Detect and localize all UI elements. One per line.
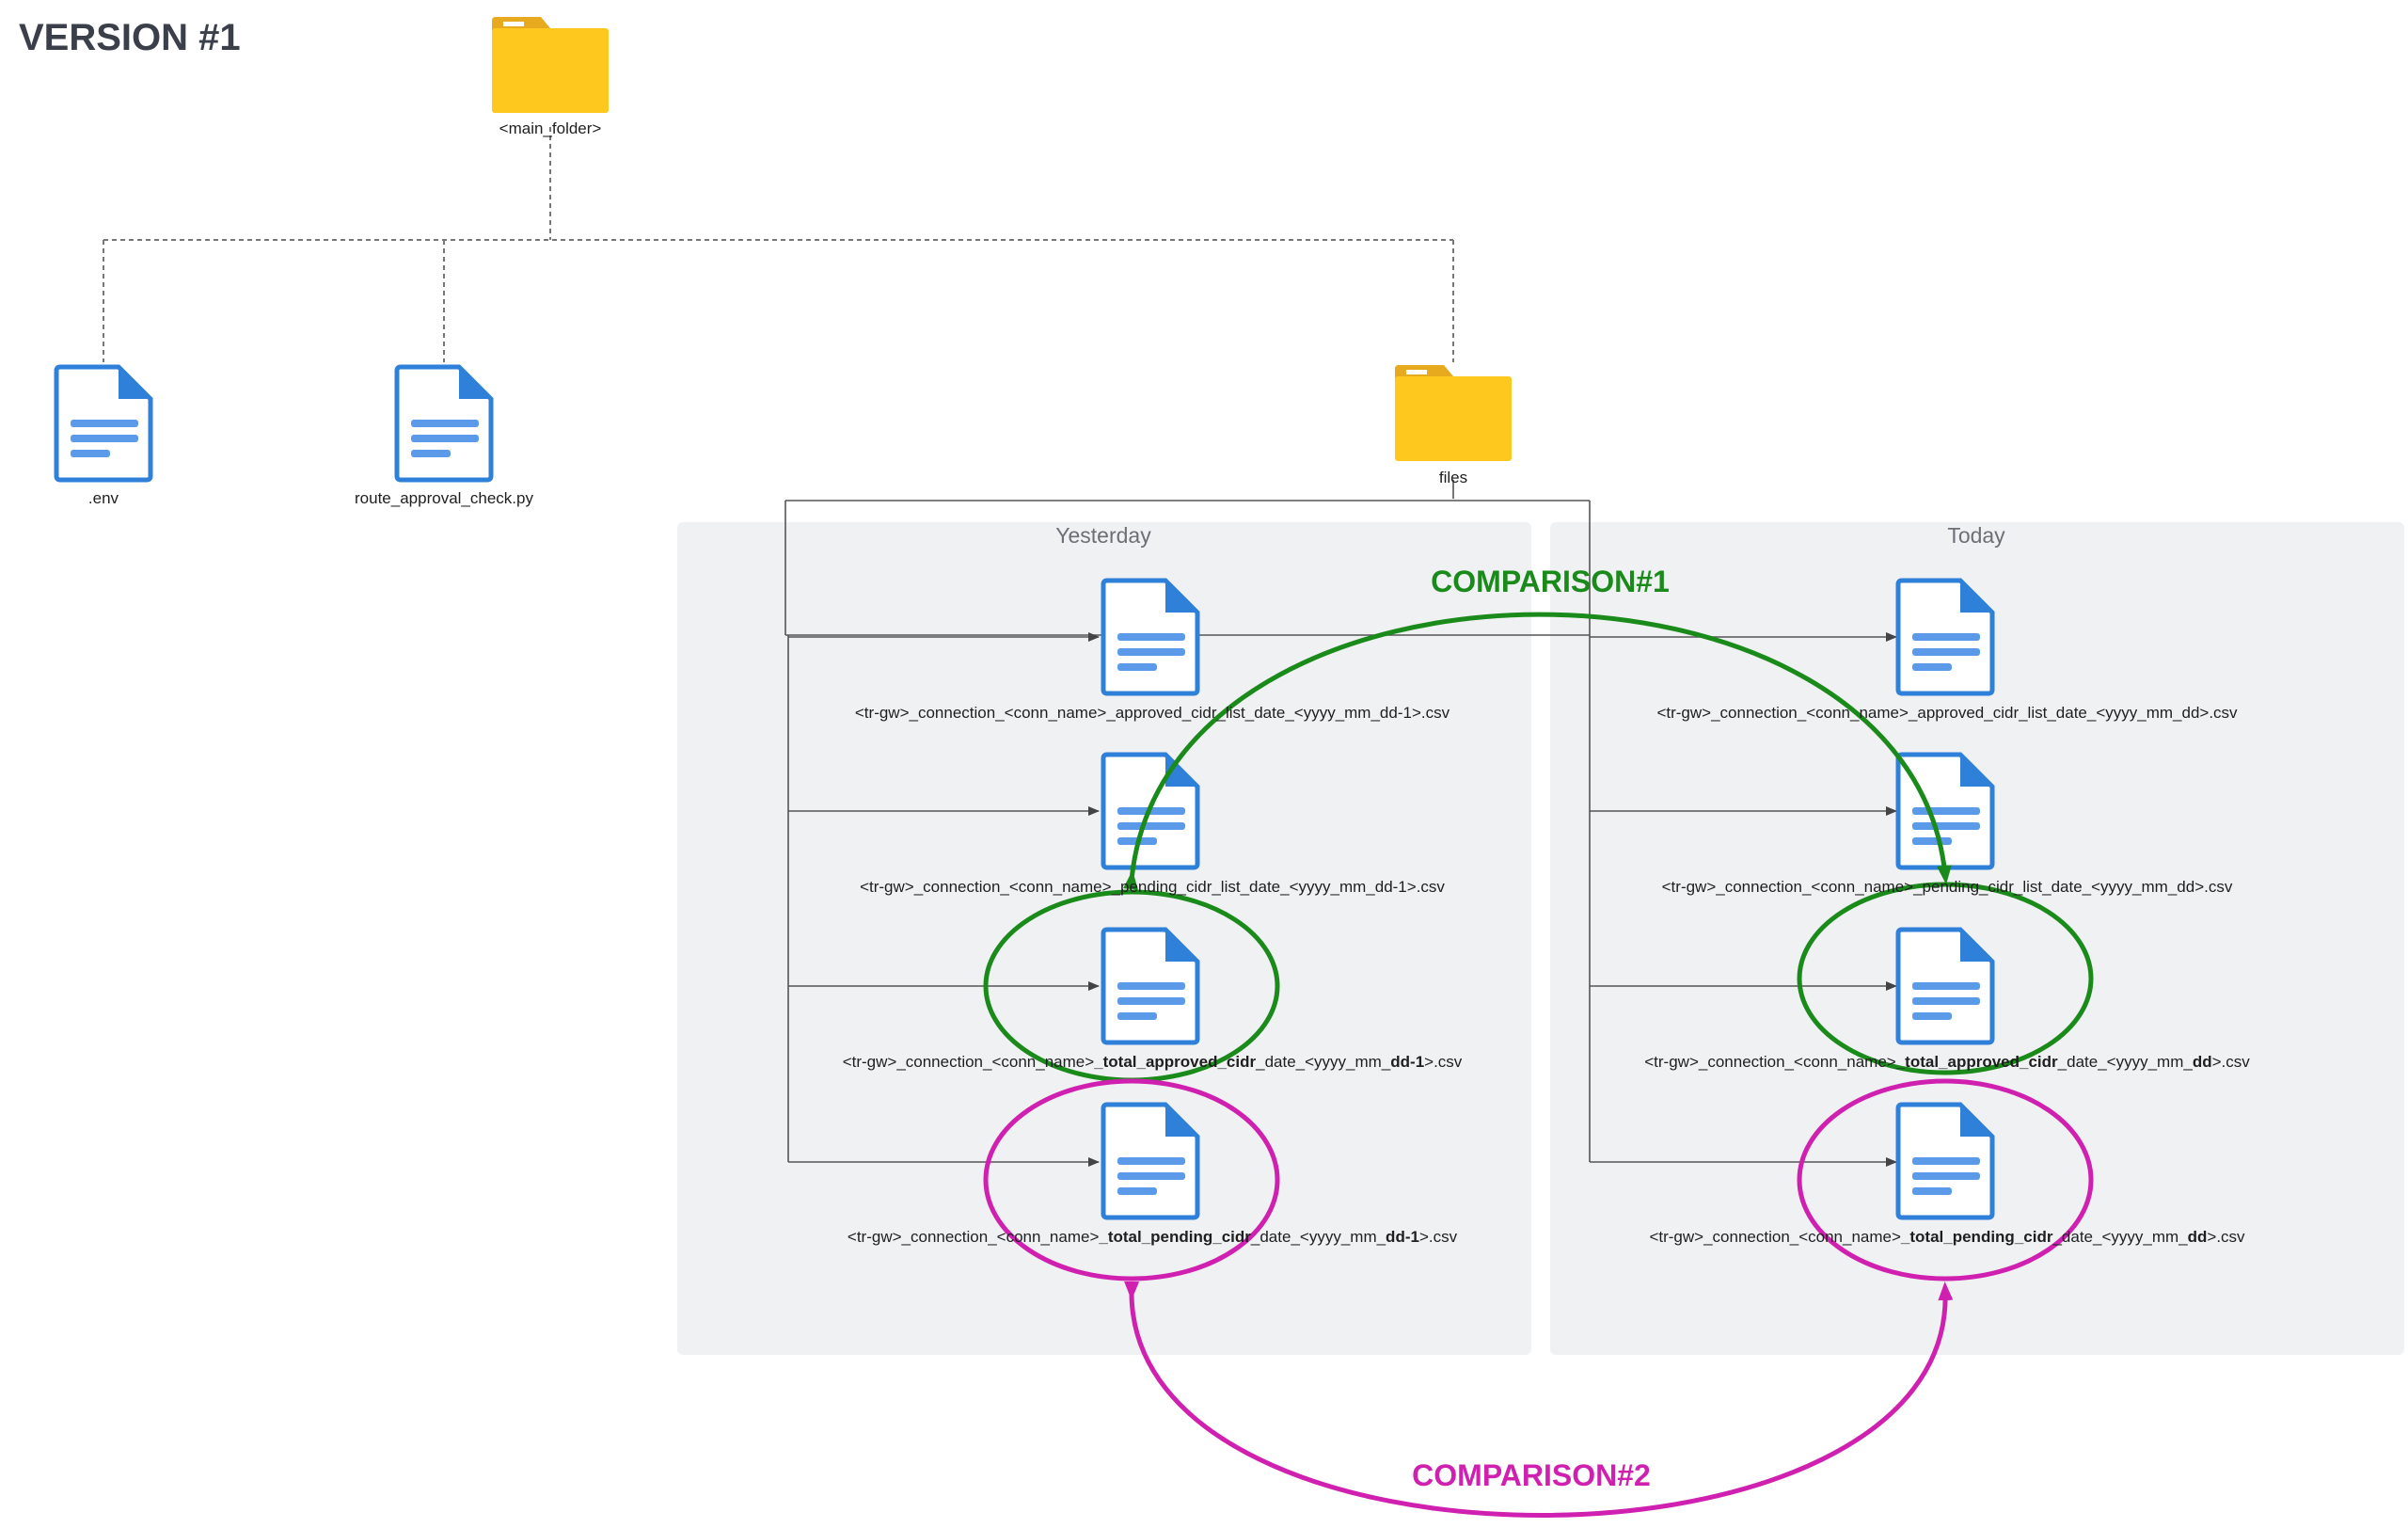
today-file-icon bbox=[1895, 578, 1995, 696]
yesterday-file-label: <tr-gw>_connection_<conn_name>_total_app… bbox=[842, 1053, 1463, 1071]
page-title: VERSION #1 bbox=[19, 17, 241, 58]
yesterday-file-icon bbox=[1101, 1102, 1200, 1220]
document-icons bbox=[54, 364, 1995, 1220]
yesterday-file-icon bbox=[1101, 578, 1200, 696]
today-file-icon bbox=[1895, 752, 1995, 870]
files-folder-label: files bbox=[1438, 469, 1468, 486]
script-file-label: route_approval_check.py bbox=[355, 489, 533, 507]
today-file-label: <tr-gw>_connection_<conn_name>_total_app… bbox=[1644, 1053, 2250, 1071]
today-file-label: <tr-gw>_connection_<conn_name>_total_pen… bbox=[1649, 1228, 2245, 1246]
today-panel-title: Today bbox=[1947, 523, 2005, 548]
yesterday-file-label: <tr-gw>_connection_<conn_name>_total_pen… bbox=[847, 1228, 1458, 1246]
script-file-icon bbox=[394, 364, 494, 483]
env-file-label: .env bbox=[87, 489, 119, 507]
comparison2-today-ellipse bbox=[1797, 1078, 2094, 1281]
main-folder-label: <main_folder> bbox=[499, 119, 602, 137]
today-file-icon bbox=[1895, 1102, 1995, 1220]
files-connectors bbox=[784, 480, 1897, 1167]
comparison2-label: COMPARISON#2 bbox=[1412, 1458, 1651, 1492]
yesterday-panel-title: Yesterday bbox=[1055, 523, 1151, 548]
tree-connectors bbox=[103, 127, 1454, 362]
env-file-icon bbox=[54, 364, 153, 483]
yesterday-file-label: <tr-gw>_connection_<conn_name>_pending_c… bbox=[860, 878, 1445, 896]
files-folder-icon bbox=[1395, 365, 1512, 461]
today-file-icon bbox=[1895, 927, 1995, 1045]
folder-icons bbox=[492, 17, 1512, 461]
main-folder-icon bbox=[492, 17, 609, 113]
yesterday-file-label: <tr-gw>_connection_<conn_name>_approved_… bbox=[854, 704, 1450, 722]
today-file-label: <tr-gw>_connection_<conn_name>_approved_… bbox=[1656, 704, 2238, 722]
comparison1-arrow bbox=[1123, 612, 1952, 890]
comparison1-label: COMPARISON#1 bbox=[1431, 565, 1670, 598]
today-file-label: <tr-gw>_connection_<conn_name>_pending_c… bbox=[1661, 878, 2233, 896]
comparison2-yesterday-ellipse bbox=[983, 1078, 1280, 1281]
yesterday-file-icon bbox=[1101, 927, 1200, 1045]
today-panel bbox=[1550, 522, 2404, 1355]
comparison2-arrow bbox=[1124, 1281, 1954, 1518]
